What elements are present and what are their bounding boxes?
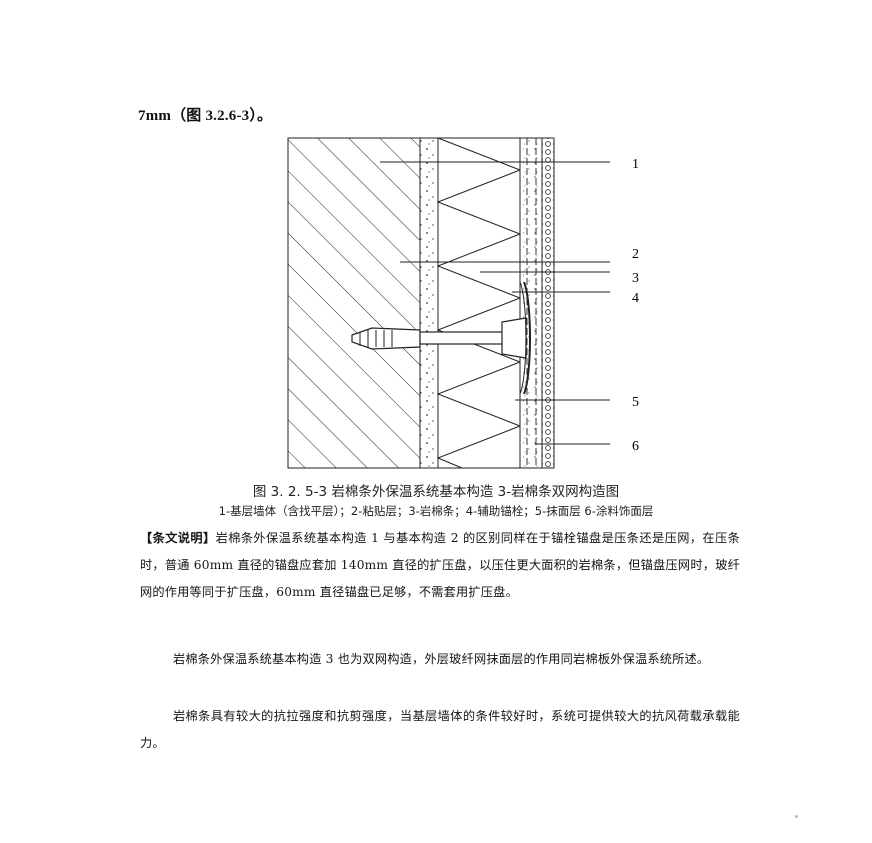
base-wall <box>287 137 421 469</box>
callout-1: 1 <box>632 157 639 172</box>
explanation-lead: 【条文说明】 <box>140 531 216 545</box>
rock-wool-fibers <box>436 137 522 469</box>
callout-5: 5 <box>632 395 639 410</box>
explanation-paragraph-2: 岩棉条外保温系统基本构造 3 也为双网构造，外层玻纤网抹面层的作用同岩棉板外保温… <box>172 652 710 666</box>
construction-diagram: 1 2 3 4 5 6 <box>287 137 639 469</box>
intro-line: 7mm（图 3.2.6-3）。 <box>138 108 273 124</box>
finish-coat <box>541 137 555 469</box>
callout-2: 2 <box>632 247 639 262</box>
figure-caption: 图 3. 2. 5-3 岩棉条外保温系统基本构造 3-岩棉条双网构造图 <box>252 484 620 500</box>
page-mark <box>795 815 798 818</box>
adhesive-layer <box>419 137 439 469</box>
explanation-paragraph-1: 【条文说明】岩棉条外保温系统基本构造 1 与基本构造 2 的区别同样在于锚栓锚盘… <box>140 525 740 606</box>
anchor-bolt <box>351 281 531 395</box>
explanation-paragraph-3: 岩棉条具有较大的抗拉强度和抗剪强度，当基层墙体的条件较好时，系统可提供较大的抗风… <box>140 709 740 750</box>
callout-3: 3 <box>632 271 639 286</box>
figure-legend: 1-基层墙体（含找平层）；2-粘贴层；3-岩棉条；4-辅助锚栓；5-抹面层 6-… <box>218 504 654 518</box>
callout-4: 4 <box>632 291 639 306</box>
explanation-p1-text: 岩棉条外保温系统基本构造 1 与基本构造 2 的区别同样在于锚栓锚盘是压条还是压… <box>140 531 740 599</box>
callout-6: 6 <box>632 439 639 454</box>
